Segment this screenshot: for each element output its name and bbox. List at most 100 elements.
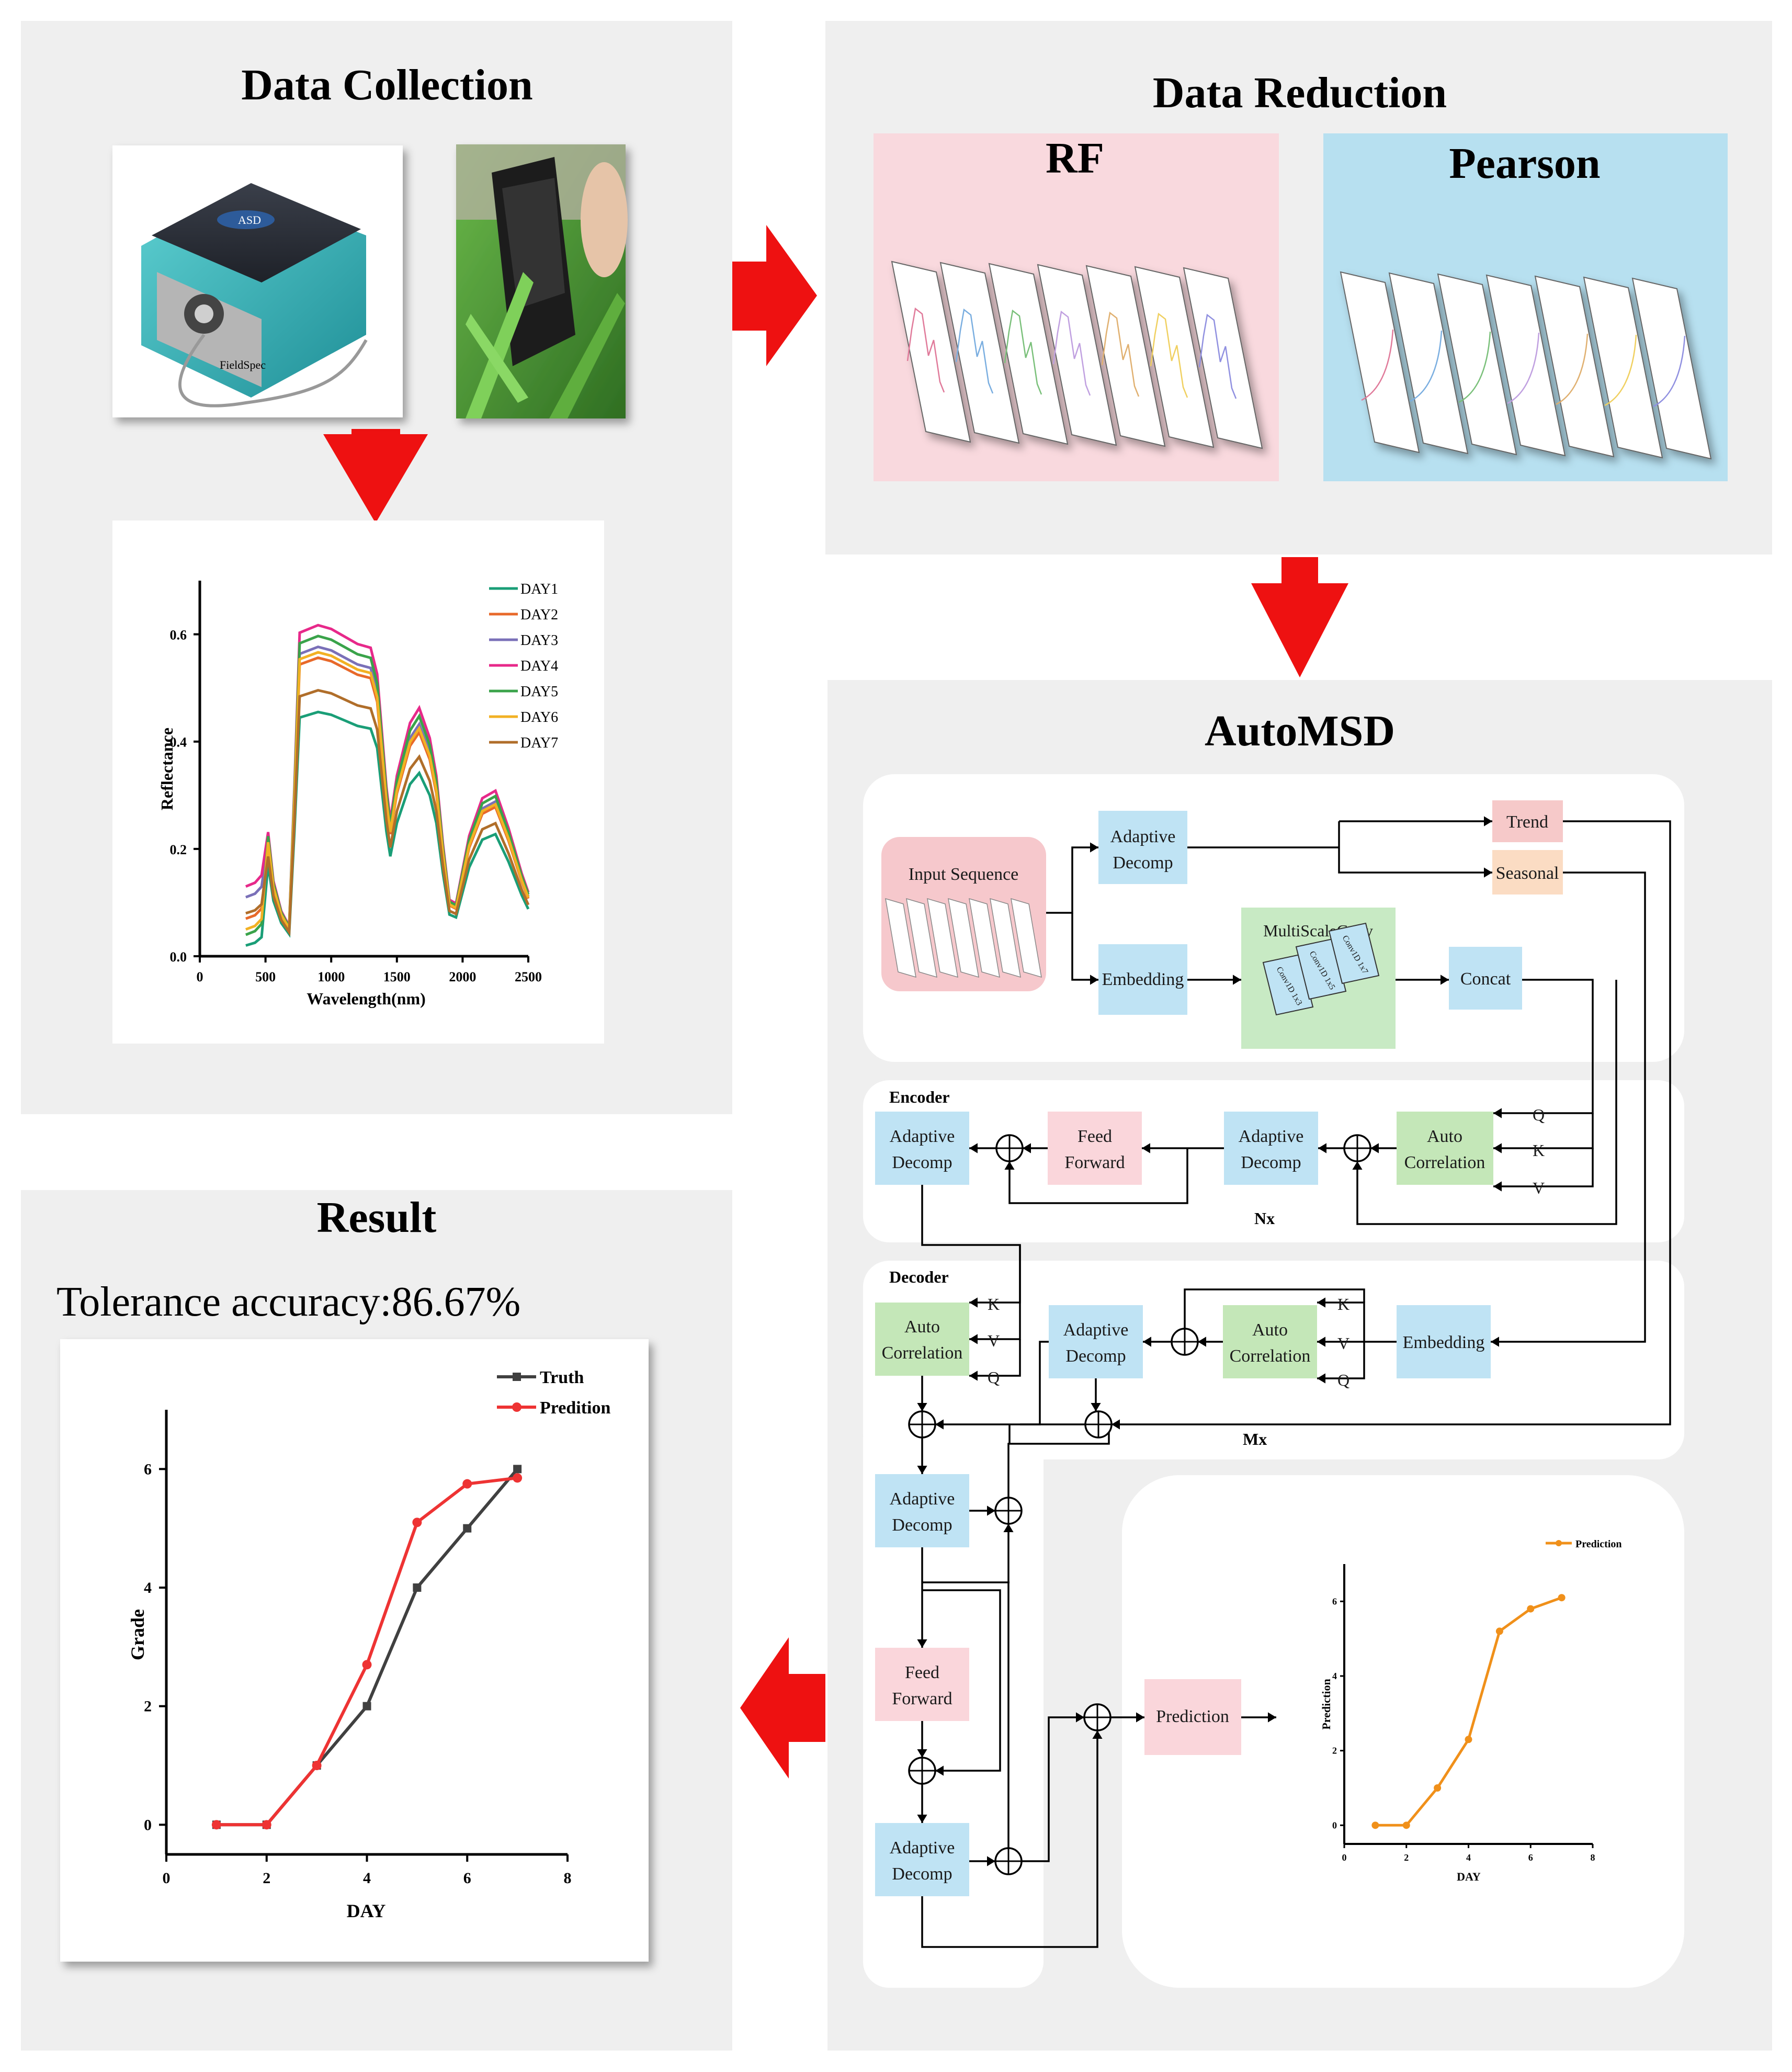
result-chart-background <box>60 1339 649 1962</box>
spectrum-y-label: Reflectance <box>157 728 176 810</box>
arrow-down-icon <box>323 429 428 523</box>
mini-x-label: DAY <box>1457 1870 1481 1883</box>
decoder-adaptive-decomp-3 <box>875 1823 969 1896</box>
title-automsd: AutoMSD <box>1205 707 1395 755</box>
result-truth-point <box>362 1702 371 1711</box>
arrowhead-icon <box>1370 1143 1379 1153</box>
accuracy-text: Tolerance accuracy:86.67% <box>56 1279 520 1325</box>
result-x-tick-label: 4 <box>363 1870 371 1887</box>
trend-label: Trend <box>1506 812 1548 832</box>
pearson-label: Pearson <box>1449 139 1600 188</box>
mini-prediction-point <box>1371 1821 1379 1829</box>
reduction-sheet-curve <box>1410 330 1443 402</box>
arrowhead-icon <box>1493 1181 1502 1192</box>
decoder-adaptive-decomp-2 <box>875 1474 969 1547</box>
q-label-dec-cross: Q <box>988 1368 1000 1387</box>
result-x-tick-label: 2 <box>263 1870 270 1887</box>
embedding-label-1: Embedding <box>1102 970 1184 989</box>
input-sheet <box>885 898 916 978</box>
arrowhead-icon <box>969 1334 978 1344</box>
q-label-dec-self: Q <box>1337 1371 1349 1389</box>
rf-label: RF <box>1046 134 1104 183</box>
reduction-sheet <box>1437 273 1517 456</box>
spectrum-legend-label: DAY5 <box>520 684 558 700</box>
spectrum-legend-label: DAY6 <box>520 709 558 726</box>
mini-y-tick-label: 0 <box>1332 1820 1337 1830</box>
spectrum-chart-background <box>112 520 604 1044</box>
arrowhead-icon <box>1493 1108 1502 1118</box>
result-legend-marker <box>512 1402 521 1412</box>
reduction-sheet-curve <box>906 307 945 393</box>
mx-label: Mx <box>1243 1430 1267 1448</box>
reduction-sheet <box>1485 274 1566 457</box>
decoder-adaptive-decomp-1 <box>1049 1305 1143 1378</box>
mini-legend-label: Prediction <box>1575 1538 1622 1550</box>
arrowhead-icon <box>935 1765 944 1776</box>
prediction-block <box>1144 1679 1241 1755</box>
arrow-right-icon <box>732 225 817 366</box>
reduction-sheet <box>1583 276 1663 459</box>
reduction-sheet-curve <box>1604 334 1637 406</box>
title-result: Result <box>317 1193 437 1242</box>
spectrometer-photo: ASD FieldSpec <box>112 145 403 417</box>
device-model-label: FieldSpec <box>220 358 266 371</box>
reduction-sheet <box>939 262 1020 444</box>
mini-x-tick-label: 6 <box>1528 1852 1533 1863</box>
input-sequence-block: Input Sequence <box>881 837 1046 991</box>
arrowhead-icon <box>969 1143 978 1153</box>
arrowhead-icon <box>917 1815 927 1823</box>
concat-label: Concat <box>1460 969 1511 989</box>
spectrum-y-tick-label: 0.2 <box>170 842 187 857</box>
encoder-adaptive-decomp-in <box>1224 1112 1318 1185</box>
spectrum-legend-label: DAY4 <box>520 658 558 674</box>
reduction-sheet-curve <box>1198 313 1237 399</box>
arrowhead-icon <box>1143 1337 1151 1347</box>
arrowhead-icon <box>987 1856 995 1866</box>
arrowhead-icon <box>1441 975 1449 985</box>
spectrum-series-line <box>245 710 530 947</box>
result-legend-label: Truth <box>540 1368 584 1387</box>
conv-card <box>1262 954 1314 1016</box>
mini-prediction-point <box>1558 1594 1566 1602</box>
reduction-sheet-curve <box>1004 309 1042 395</box>
k-label-dec-cross: K <box>988 1295 1000 1314</box>
spectrum-y-tick-label: 0.6 <box>170 628 187 643</box>
conv-card <box>1328 922 1380 984</box>
result-y-tick-label: 4 <box>144 1579 152 1597</box>
reduction-sheet-curve <box>1507 332 1540 404</box>
result-y-tick-label: 2 <box>144 1698 152 1715</box>
arrow-down-icon <box>1251 557 1348 677</box>
arrowhead-icon <box>1484 816 1492 826</box>
mini-prediction-point <box>1402 1821 1410 1829</box>
spectrum-x-tick-label: 0 <box>197 969 203 984</box>
reduction-sheet <box>988 263 1069 445</box>
reduction-sheet <box>1183 267 1263 449</box>
spectrum-y-tick-label: 0.0 <box>170 949 187 965</box>
spectrum-x-tick-label: 2000 <box>449 969 476 984</box>
result-prediction-point <box>513 1473 523 1483</box>
mini-y-tick-label: 4 <box>1332 1671 1337 1681</box>
encoder-auto-correlation <box>1397 1112 1493 1185</box>
mini-legend-marker <box>1556 1540 1562 1546</box>
concat-block <box>1449 947 1522 1010</box>
result-prediction-point <box>211 1820 221 1830</box>
arrowhead-icon <box>1233 975 1241 985</box>
arrowhead-icon <box>935 1419 944 1430</box>
reduction-sheet <box>891 261 971 443</box>
result-prediction-point <box>412 1518 422 1527</box>
spectrum-x-tick-label: 1000 <box>317 969 345 984</box>
encoder-label: Encoder <box>889 1088 950 1106</box>
mini-x-tick-label: 4 <box>1466 1852 1471 1863</box>
reduction-sheet <box>1037 264 1117 446</box>
arrowhead-icon <box>1112 1419 1120 1430</box>
